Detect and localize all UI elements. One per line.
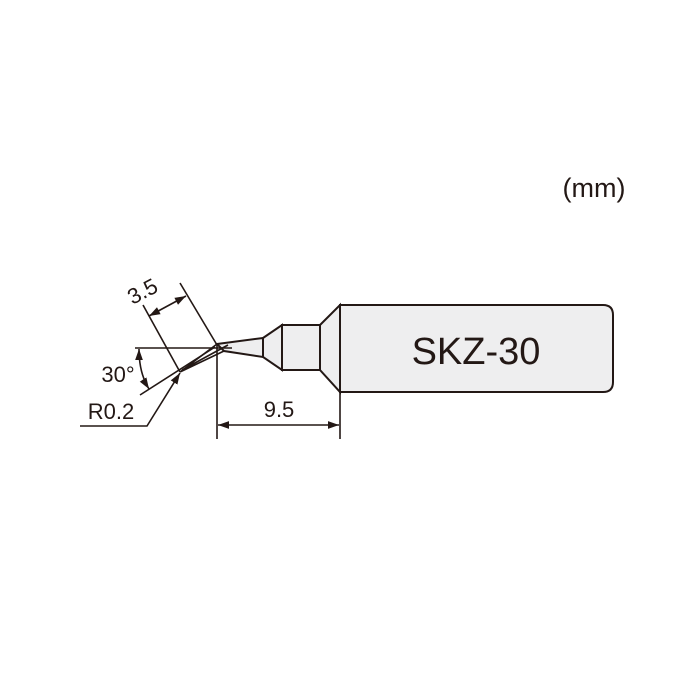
dimension-tip-radius: R0.2 <box>80 372 181 427</box>
shank-body <box>339 304 614 393</box>
model-label: SKZ-30 <box>412 331 541 373</box>
tip-length-label: 9.5 <box>264 397 295 422</box>
units-label: (mm) <box>563 173 626 203</box>
dimension-tip-length: 9.5 <box>216 345 341 439</box>
tip-cone <box>262 323 283 372</box>
shank-cone <box>319 302 341 395</box>
dimension-tip-angle: 30° <box>101 346 232 396</box>
tip-radius-label: R0.2 <box>88 399 134 424</box>
tip-angle-label: 30° <box>101 362 134 387</box>
collar <box>281 324 321 371</box>
tip-body <box>179 302 614 395</box>
dimension-tip-width: 3.5 <box>123 273 218 373</box>
tip-width-label: 3.5 <box>123 273 162 309</box>
